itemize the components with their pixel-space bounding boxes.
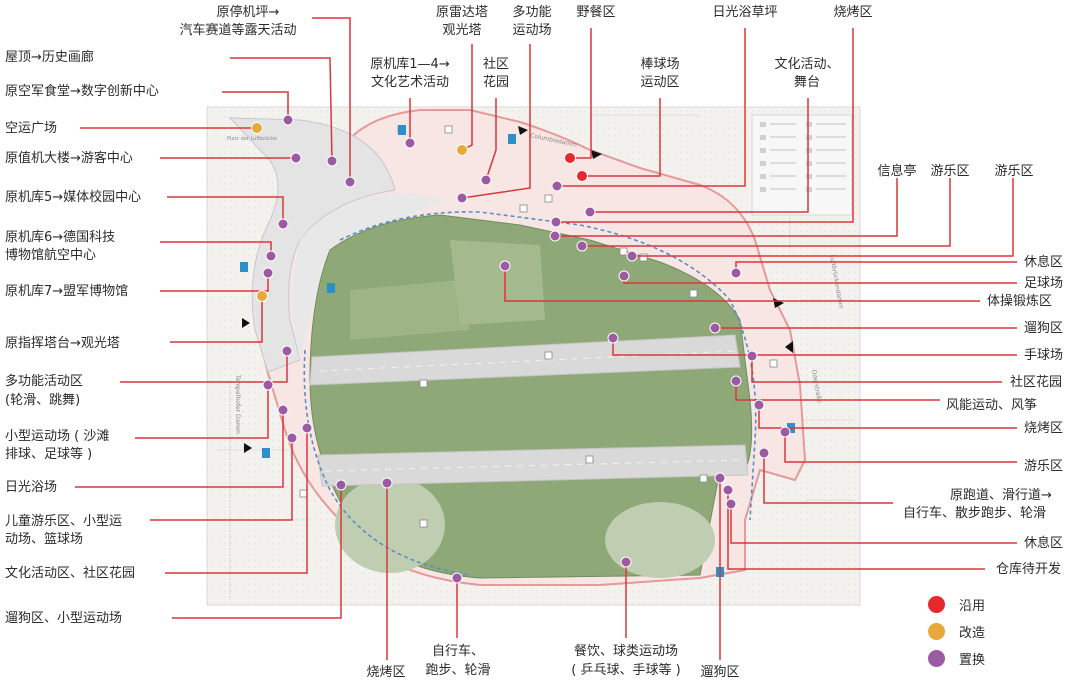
- apron: [292, 192, 450, 360]
- map-points: [251, 114, 791, 584]
- street-tempelhofer: Tempelhofer Damm: [234, 374, 241, 434]
- label-garden-a: 社区: [482, 57, 509, 72]
- label-kids-area-a: 儿童游乐区、小型运: [5, 514, 123, 529]
- label-hangar6-a: 原机库6→德国科技: [5, 230, 116, 245]
- legend-label-retain: 沿用: [959, 599, 986, 614]
- label-community-garden: 社区花园: [1010, 375, 1063, 390]
- label-radar-b: 观光塔: [442, 23, 482, 38]
- label-dog-area-bottom: 遛狗区: [700, 665, 740, 680]
- label-hangar14-b: 文化艺术活动: [370, 75, 449, 90]
- label-small-field-a: 小型运动场 ( 沙滩: [5, 429, 110, 444]
- label-cycling-b: 跑步、轮滑: [425, 663, 491, 678]
- label-bbq-bottom: 烧烤区: [366, 665, 406, 680]
- label-garden-b: 花园: [482, 75, 509, 90]
- label-baseball-b: 运动区: [640, 75, 680, 90]
- label-bbq-right: 烧烤区: [1024, 421, 1064, 436]
- label-radar-a: 原雷达塔: [435, 5, 488, 20]
- label-rest-area-2: 休息区: [1024, 536, 1064, 551]
- legend-item-retain: 沿用: [928, 591, 985, 618]
- label-gym: 体操锻炼区: [987, 294, 1053, 309]
- label-dog-area-right: 遛狗区: [1024, 321, 1064, 336]
- label-catering-a: 餐饮、球类运动场: [573, 644, 678, 659]
- legend-label-replace: 置换: [959, 653, 986, 668]
- label-baseball-a: 棒球场: [640, 57, 680, 72]
- label-hangar5: 原机库5→媒体校园中心: [5, 190, 142, 205]
- entrance-markers: [242, 126, 793, 453]
- label-canteen: 原空军食堂→数字创新中心: [5, 84, 159, 99]
- label-cycling-a: 自行车、: [431, 644, 484, 659]
- label-apron-a: 原停机坪→: [216, 5, 280, 20]
- label-runway-b: 自行车、散步跑步、轮滑: [903, 506, 1047, 521]
- label-runway-a: 原跑道、滑行道→: [950, 488, 1052, 503]
- label-roof-gallery: 屋顶→历史画廊: [5, 50, 94, 65]
- label-small-field-b: 排球、足球等 ): [5, 447, 93, 462]
- label-multi-sport-b: 运动场: [512, 23, 552, 38]
- legend-label-renovate: 改造: [959, 626, 986, 641]
- label-control-tower: 原指挥塔台→观光塔: [5, 336, 120, 351]
- label-kids-area-b: 动场、篮球场: [5, 532, 84, 547]
- label-hangar6-b: 博物馆航空中心: [5, 248, 97, 263]
- label-sunbath-lawn: 日光浴草坪: [712, 5, 778, 20]
- legend-dot-retain: [928, 596, 945, 613]
- label-culture-stage-a: 文化活动、: [774, 57, 840, 72]
- label-bbq-top: 烧烤区: [833, 5, 873, 20]
- legend-item-renovate: 改造: [928, 618, 985, 645]
- label-rest-area-1: 休息区: [1024, 255, 1064, 270]
- taxiway-loop: [339, 211, 757, 521]
- label-warehouse: 仓库待开发: [996, 562, 1062, 577]
- label-playground-right: 游乐区: [1024, 459, 1064, 474]
- label-hangar7: 原机库7→盟军博物馆: [5, 284, 129, 299]
- label-catering-b: ( 乒乓球、手球等 ): [571, 663, 681, 678]
- label-playground-1: 游乐区: [930, 164, 970, 179]
- label-multi-sport-a: 多功能: [512, 5, 552, 20]
- map-key-box: [751, 114, 853, 216]
- legend-item-replace: 置换: [928, 645, 985, 672]
- label-handball: 手球场: [1024, 348, 1064, 363]
- runway-north: [309, 334, 741, 386]
- label-info-kiosk: 信息亭: [877, 164, 917, 179]
- label-multi-activity-a: 多功能活动区: [5, 374, 84, 389]
- label-airlift-square: 空运广场: [5, 121, 58, 136]
- label-culture-garden: 文化活动区、社区花园: [5, 566, 136, 581]
- label-apron-b: 汽车赛道等露天活动: [179, 23, 297, 38]
- label-picnic: 野餐区: [576, 5, 616, 20]
- legend: 沿用 改造 置换: [928, 591, 985, 672]
- leader-lines: [75, 17, 1017, 660]
- label-hangar14-a: 原机库1—4→: [370, 57, 450, 72]
- label-checkin: 原值机大楼→游客中心: [5, 151, 133, 166]
- label-wind-sport: 风能运动、风筝: [946, 398, 1038, 413]
- legend-dot-replace: [928, 650, 945, 667]
- label-sunbathing: 日光浴场: [5, 480, 58, 495]
- label-football: 足球场: [1024, 276, 1064, 291]
- legend-dot-renovate: [928, 623, 945, 640]
- label-multi-activity-b: (轮滑、跳舞): [5, 393, 81, 408]
- label-dog-area-left: 遛狗区、小型运动场: [5, 611, 123, 626]
- label-culture-stage-b: 舞台: [793, 75, 820, 90]
- street-platz: Platz der Luftbrücke: [227, 136, 277, 142]
- label-playground-2: 游乐区: [994, 164, 1034, 179]
